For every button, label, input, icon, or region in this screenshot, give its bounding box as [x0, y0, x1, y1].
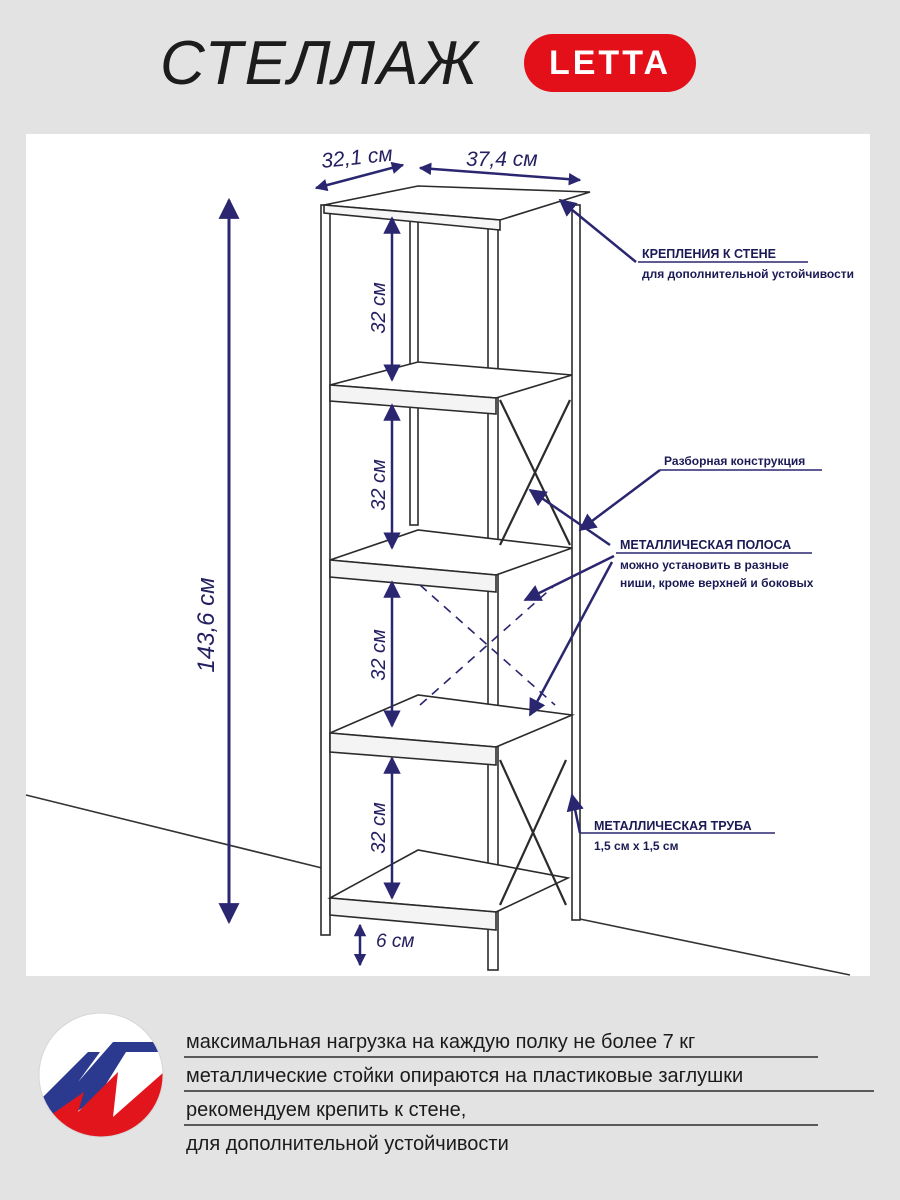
- wall-mount-title: КРЕПЛЕНИЯ К СТЕНЕ: [642, 247, 776, 261]
- metal-tube-subtitle: 1,5 см х 1,5 см: [594, 839, 679, 853]
- shelf-gap-label-3: 32 см: [368, 629, 390, 681]
- metal-strip-line1: можно установить в разные: [620, 558, 789, 572]
- metal-strip-line2: ниши, кроме верхней и боковых: [620, 576, 814, 590]
- company-logo-icon: [38, 1012, 164, 1138]
- callout-leaders: [523, 198, 822, 834]
- height-label: 143,6 см: [193, 577, 220, 672]
- shelf-gap-label-1: 32 см: [368, 282, 390, 334]
- wall-mount-subtitle: для дополнительной устойчивости: [642, 267, 854, 281]
- brand-logo: LETTA: [524, 34, 696, 92]
- floor-line: [25, 794, 331, 871]
- note-plastic-caps: металлические стойки опираются на пласти…: [184, 1064, 874, 1092]
- shelf-frame: [320, 185, 591, 971]
- width-label: 37,4 см: [466, 148, 538, 171]
- optional-strip: [419, 584, 556, 706]
- shelf-gap-label-2: 32 см: [368, 459, 390, 511]
- note-wall-mount: рекомендуем крепить к стене,: [184, 1098, 818, 1126]
- metal-strip-title: МЕТАЛЛИЧЕСКАЯ ПОЛОСА: [620, 538, 791, 552]
- notes-list: максимальная нагрузка на каждую полку не…: [184, 1030, 884, 1164]
- floor-line-right: [574, 917, 851, 976]
- metal-tube-title: МЕТАЛЛИЧЕСКАЯ ТРУБА: [594, 819, 752, 833]
- note-stability: для дополнительной устойчивости: [186, 1133, 509, 1155]
- leg-height-label: 6 см: [376, 931, 414, 952]
- dimension-lines: [218, 161, 582, 967]
- depth-label: 32,1 см: [320, 143, 394, 173]
- collapsible-title: Разборная конструкция: [664, 454, 805, 468]
- shelf-gap-label-4: 32 см: [368, 802, 390, 854]
- note-max-load: максимальная нагрузка на каждую полку не…: [184, 1030, 818, 1058]
- page-title: СТЕЛЛАЖ: [160, 29, 480, 98]
